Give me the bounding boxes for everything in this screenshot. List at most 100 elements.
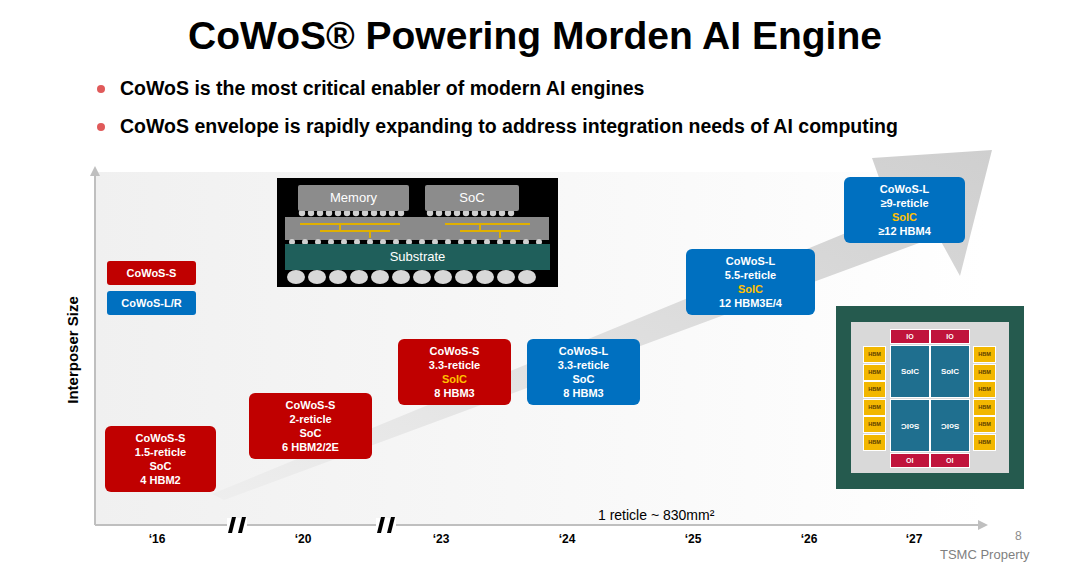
roadmap-box: CoWoS-L3.3-reticleSoC8 HBM3	[527, 339, 640, 405]
hbm-block: HBM	[974, 347, 995, 362]
tick-label: ‘16	[149, 532, 166, 546]
page-title: CoWoS® Powering Morden AI Engine	[188, 14, 882, 58]
solder-ball	[308, 270, 326, 284]
io-block: IO	[891, 330, 929, 343]
node-text: Memory	[330, 190, 377, 206]
node-text: HBM	[868, 369, 881, 376]
node-text: IO	[946, 332, 953, 341]
scale-note: 1 reticle ~ 830mm²	[598, 507, 714, 523]
node-text: ≥9-reticle	[880, 196, 928, 210]
substrate-layer: Substrate	[285, 244, 550, 270]
micro-bump	[398, 210, 404, 216]
node-text: CoWoS-S	[430, 344, 480, 358]
node-text: HBM	[978, 439, 991, 446]
node-text: IO	[946, 456, 953, 465]
micro-bump	[299, 210, 305, 216]
node-text: SoIC	[738, 282, 763, 296]
node-text: SoC	[300, 426, 322, 440]
node-text: SoC	[150, 459, 172, 473]
hbm-block: HBM	[864, 417, 885, 432]
solder-ball	[476, 270, 494, 284]
node-text: 4 HBM2	[140, 473, 180, 487]
io-block: IO	[891, 454, 929, 467]
cross-section-panel	[277, 178, 558, 287]
micro-bump	[436, 210, 442, 216]
micro-bump	[445, 210, 451, 216]
micro-bump	[427, 210, 433, 216]
axis-head	[978, 520, 988, 530]
solder-ball	[434, 270, 452, 284]
node-text: IO	[906, 456, 913, 465]
micro-bump	[335, 210, 341, 216]
soic-block: SoIC	[931, 400, 969, 451]
roadmap-box: CoWoS-S2-reticleSoC6 HBM2/2E	[249, 393, 372, 459]
node-text: 3.3-reticle	[429, 358, 480, 372]
roadmap-box: CoWoS-S3.3-reticleSoIC8 HBM3	[398, 339, 511, 405]
node-text: HBM	[978, 386, 991, 393]
roadmap-box: CoWoS-L5.5-reticleSoIC12 HBM3E/4	[686, 249, 815, 315]
node-text: SoIC	[442, 372, 467, 386]
solder-ball	[518, 270, 536, 284]
bullet-dot	[97, 85, 105, 93]
tick-label: ‘24	[559, 532, 576, 546]
node-text: 8 HBM3	[563, 386, 603, 400]
axis-title: Interposer Size	[64, 296, 81, 404]
io-block: IO	[931, 454, 969, 467]
hbm-block: HBM	[864, 347, 885, 362]
hbm-block: HBM	[974, 435, 995, 450]
node-text: HBM	[978, 369, 991, 376]
bullet-text: CoWoS is the most critical enabler of mo…	[120, 77, 644, 100]
node-text: HBM	[868, 439, 881, 446]
bullet-dot	[97, 123, 105, 131]
solder-ball	[371, 270, 389, 284]
node-text: Substrate	[390, 249, 446, 265]
legend-swatch: CoWoS-S	[107, 261, 196, 285]
micro-bump	[481, 210, 487, 216]
node-text: ≥12 HBM4	[878, 224, 931, 238]
micro-bump	[454, 210, 460, 216]
node-text: SoIC	[892, 210, 917, 224]
solder-ball	[497, 270, 515, 284]
soic-block: SoIC	[891, 400, 929, 451]
hbm-block: HBM	[864, 400, 885, 415]
hbm-block: HBM	[974, 417, 995, 432]
legend-swatch: CoWoS-L/R	[107, 291, 196, 315]
micro-bump	[389, 210, 395, 216]
hbm-block: HBM	[974, 382, 995, 397]
solder-ball	[455, 270, 473, 284]
node-text: 8 HBM3	[434, 386, 474, 400]
axis-break	[376, 517, 396, 533]
tick-label: ‘20	[295, 532, 312, 546]
interposer-traces	[300, 224, 530, 238]
roadmap-box: CoWoS-S1.5-reticleSoC4 HBM2	[105, 426, 216, 492]
page-number: 8	[1015, 529, 1022, 543]
node-text: 2-reticle	[289, 412, 331, 426]
micro-bumps	[299, 210, 514, 216]
node-text: 6 HBM2/2E	[282, 440, 339, 454]
micro-bump	[380, 210, 386, 216]
node-text: HBM	[978, 351, 991, 358]
interposer	[285, 217, 549, 240]
node-text: HBM	[978, 421, 991, 428]
node-text: 1.5-reticle	[135, 445, 186, 459]
die-block: SoC	[425, 185, 519, 211]
node-text: 3.3-reticle	[558, 358, 609, 372]
node-text: CoWoS-L	[559, 344, 608, 358]
node-text: HBM	[868, 404, 881, 411]
axis-head	[90, 166, 100, 176]
tick-label: ‘25	[685, 532, 702, 546]
soic-block: SoIC	[931, 346, 969, 397]
tick-label: ‘26	[801, 532, 818, 546]
node-text: HBM	[978, 404, 991, 411]
die-block: Memory	[298, 185, 409, 211]
package-substrate	[836, 306, 1024, 489]
solder-ball	[392, 270, 410, 284]
node-text: SoC	[459, 190, 484, 206]
node-text: IO	[906, 332, 913, 341]
micro-bump	[499, 210, 505, 216]
node-text: SoIC	[941, 421, 959, 431]
tick-label: ‘23	[433, 532, 450, 546]
hbm-block: HBM	[864, 382, 885, 397]
micro-bump	[308, 210, 314, 216]
micro-bump	[490, 210, 496, 216]
